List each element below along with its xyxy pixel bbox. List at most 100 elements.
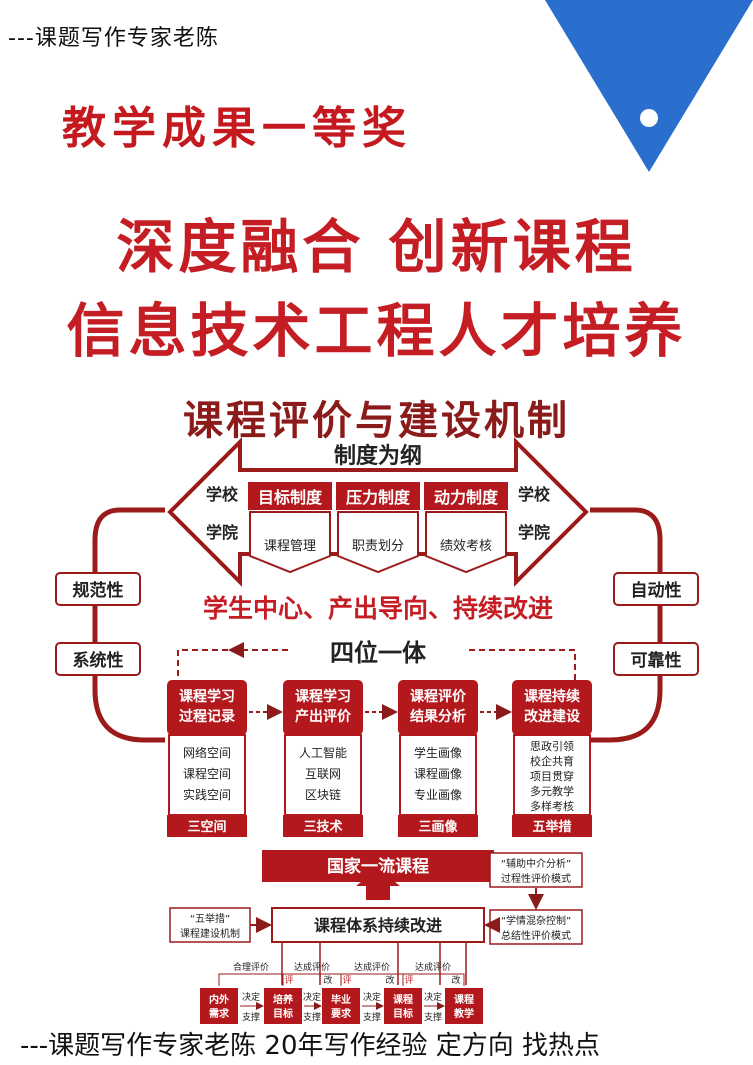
right-label-school: 学校 (518, 485, 551, 504)
side-label-reliable: 可靠性 (631, 650, 682, 671)
column-title-line: 课程学习 (179, 688, 235, 705)
column-item: 专业画像 (414, 787, 462, 802)
national-course-label: 国家一流课程 (327, 856, 429, 877)
left-label-school: 学校 (206, 485, 239, 504)
column-footer: 三画像 (418, 819, 458, 835)
column-title-line: 产出评价 (295, 708, 352, 725)
diagram-title: 课程评价与建设机制 (183, 398, 570, 444)
change-tag: 改 (385, 974, 394, 986)
header-author-note: ---课题写作专家老陈 (8, 26, 219, 51)
side-label-normative: 规范性 (73, 580, 124, 601)
svg-text:内外: 内外 (209, 993, 229, 1006)
left-note-line: 课程建设机制 (180, 927, 240, 940)
flow-bottom-label: 支撑 (424, 1011, 442, 1023)
flow-node-goal: 培养 目标 (264, 988, 302, 1024)
side-label-systematic: 系统性 (73, 650, 124, 671)
column-item: 网络空间 (183, 745, 231, 760)
right-loop-line (590, 507, 663, 743)
mgmt-box-course (249, 511, 331, 574)
flow-bottom-label: 支撑 (303, 1011, 321, 1023)
left-note-box (169, 907, 251, 943)
side-box-normative (55, 572, 141, 606)
right-note-bottom-box (489, 909, 583, 945)
column-item: 多样考核 (530, 799, 574, 813)
right-note-top-box (489, 852, 583, 888)
svg-text:毕业: 毕业 (331, 993, 351, 1006)
award-title: 教学成果一等奖 (62, 103, 412, 154)
mgmt-label-performance: 绩效考核 (440, 539, 492, 554)
column-item: 人工智能 (299, 745, 347, 760)
column-item: 区块链 (305, 787, 341, 802)
column-title-line: 课程学习 (295, 688, 351, 705)
up-arrow (356, 868, 400, 900)
column-title-line: 课程持续 (524, 688, 580, 705)
flow-top-label: 达成评价 (354, 961, 390, 973)
column-item: 思政引领 (530, 739, 574, 753)
flow-node-needs: 内外 需求 (200, 988, 238, 1024)
svg-text:培养: 培养 (273, 993, 294, 1006)
flow-mid-label: 决定 (303, 991, 321, 1003)
eval-tag: 评 (342, 975, 351, 986)
flow-mid-label: 决定 (242, 991, 260, 1003)
policy-box-target (248, 482, 332, 510)
svg-text:目标: 目标 (393, 1007, 413, 1020)
flow-mid-label: 决定 (424, 991, 442, 1003)
column-continuous-build: 课程持续 改进建设 思政引领 校企共育 项目贯穿 多元教学 多样考核 五举措 (512, 680, 592, 837)
change-tag: 改 (451, 974, 460, 986)
column-footer: 三空间 (187, 819, 226, 835)
mgmt-label-course: 课程管理 (264, 539, 316, 554)
column-process-record: 课程学习 过程记录 网络空间 课程空间 实践空间 三空间 (167, 680, 247, 837)
principle-text: 学生中心、产出导向、持续改进 (203, 594, 553, 623)
column-result-analysis: 课程评价 结果分析 学生画像 课程画像 专业画像 三画像 (398, 680, 478, 837)
flow-node-course-goal: 课程 目标 (384, 988, 422, 1024)
flow-bottom-label: 支撑 (363, 1011, 381, 1023)
column-title-line: 结果分析 (410, 708, 466, 725)
svg-text:课程: 课程 (454, 993, 474, 1006)
corner-triangle (545, 0, 753, 172)
side-label-automatic: 自动性 (631, 580, 682, 601)
column-footer: 三技术 (303, 819, 342, 835)
left-label-college: 学院 (206, 523, 238, 542)
side-box-systematic (55, 642, 141, 676)
mgmt-box-performance (425, 511, 507, 574)
continuous-box (271, 907, 485, 943)
left-loop-line (92, 507, 165, 743)
left-note-line: “五举措” (190, 912, 230, 925)
svg-text:需求: 需求 (209, 1007, 230, 1020)
right-note-line: “学情混杂控制” (501, 914, 571, 927)
eval-tag: 评 (404, 975, 413, 986)
flow-bottom-label: 支撑 (242, 1011, 260, 1023)
svg-text:目标: 目标 (273, 1007, 293, 1020)
column-item: 课程空间 (183, 766, 231, 781)
headline-line-1: 深度融合 创新课程 (116, 213, 637, 281)
policy-label-target: 目标制度 (258, 488, 323, 507)
policy-label-pressure: 压力制度 (346, 488, 411, 507)
column-output-eval: 课程学习 产出评价 人工智能 互联网 区块链 三技术 (283, 680, 363, 837)
mgmt-label-duty: 职责划分 (352, 539, 404, 554)
column-item: 实践空间 (183, 787, 231, 802)
eval-tag: 评 (284, 975, 293, 986)
column-title-line: 改进建设 (524, 708, 581, 725)
right-note-line: 总结性评价模式 (501, 929, 571, 942)
flow-mid-label: 决定 (363, 991, 381, 1003)
integration-loop-right (468, 649, 576, 700)
column-item: 项目贯穿 (530, 769, 574, 783)
continuous-label: 课程体系持续改进 (314, 916, 442, 935)
flow-node-graduation: 毕业 要求 (322, 988, 360, 1024)
svg-text:课程: 课程 (393, 993, 413, 1006)
side-box-automatic (613, 572, 699, 606)
column-title-line: 过程记录 (179, 708, 235, 725)
side-box-reliable (613, 642, 699, 676)
flow-node-teaching: 课程 教学 (445, 988, 483, 1024)
policy-box-motivation (424, 482, 508, 510)
integration-text: 四位一体 (330, 639, 427, 667)
right-note-line: 过程性评价模式 (501, 872, 571, 885)
arrow-title: 制度为纲 (334, 443, 422, 469)
policy-box-pressure (336, 482, 420, 510)
flow-top-label: 达成评价 (294, 961, 330, 973)
column-item: 学生画像 (414, 745, 462, 760)
svg-text:教学: 教学 (453, 1007, 474, 1020)
column-item: 互联网 (305, 767, 341, 781)
policy-label-motivation: 动力制度 (434, 488, 499, 507)
